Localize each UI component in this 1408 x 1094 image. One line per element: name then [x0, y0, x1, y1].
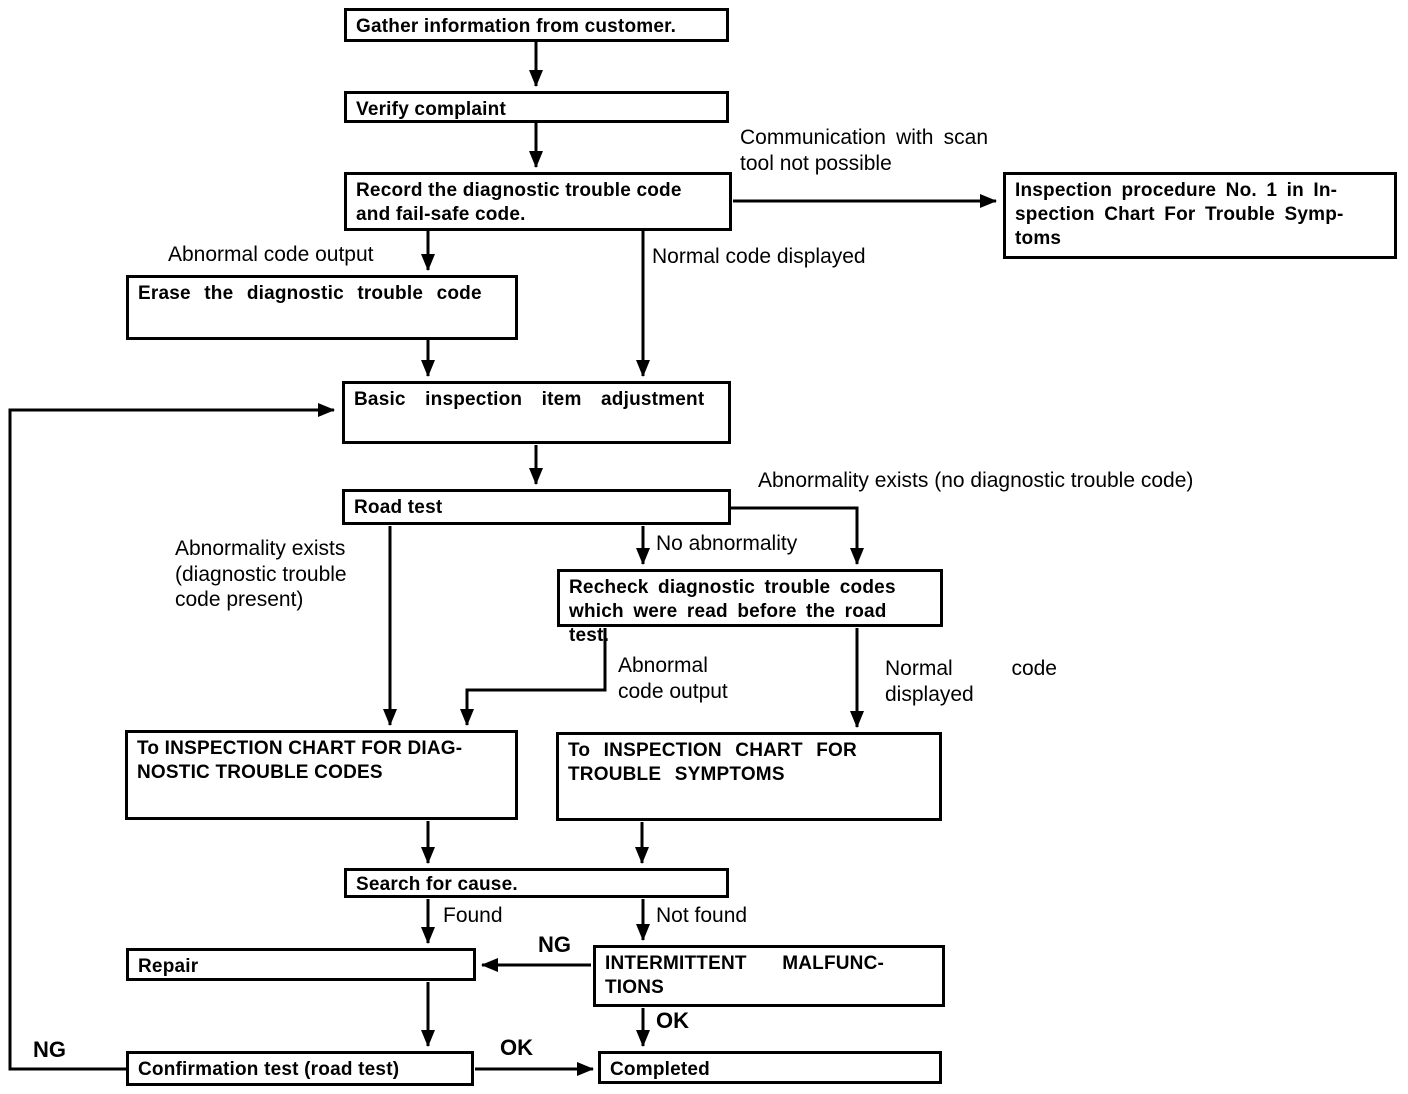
node-chart-trouble-symptoms: To INSPECTION CHART FOR TROUBLE SYMPTOMS [556, 732, 942, 821]
edge-label-communication-not-possible: Communication with scan tool not possibl… [740, 126, 988, 175]
node-chart-diagnostic-trouble-codes: To INSPECTION CHART FOR DIAG- NOSTIC TRO… [125, 730, 518, 820]
node-confirmation-test: Confirmation test (road test) [126, 1051, 474, 1086]
node-inspection-procedure-no1: Inspection procedure No. 1 in In- specti… [1003, 172, 1397, 259]
edge-label-normal-code-displayed-top: Normal code displayed [652, 245, 866, 268]
node-completed: Completed [598, 1051, 942, 1084]
node-gather-information: Gather information from customer. [344, 8, 729, 42]
node-search-for-cause: Search for cause. [344, 868, 729, 898]
edge-label-ng-mid: NG [538, 932, 571, 957]
edge-label-abnormality-dtc-present: Abnormality exists (diagnostic trouble c… [175, 537, 347, 612]
edge-label-not-found: Not found [656, 904, 748, 927]
edge-label-normal-code-displayed-mid: Normal code displayed [885, 657, 1057, 706]
edge-label-ok-bottom: OK [500, 1035, 533, 1060]
node-record-dtc: Record the diagnostic trouble code and f… [344, 172, 732, 231]
edge-label-ng-bottom: NG [33, 1037, 66, 1062]
edge-label-abnormality-no-dtc: Abnormality exists (no diagnostic troubl… [758, 469, 1194, 492]
node-intermittent-malfunctions: INTERMITTENT MALFUNC- TIONS [593, 945, 945, 1007]
node-recheck-dtc: Recheck diagnostic trouble codes which w… [557, 569, 943, 646]
edge-label-ok-mid: OK [656, 1008, 689, 1033]
edge-label-no-abnormality: No abnormality [656, 532, 798, 555]
edge-label-abnormal-code-output-mid: Abnormal code output [618, 654, 728, 703]
node-road-test: Road test [342, 489, 731, 525]
node-repair: Repair [126, 948, 476, 981]
node-erase-dtc: Erase the diagnostic trouble code [126, 275, 518, 340]
edge-label-found: Found [443, 904, 503, 927]
node-basic-inspection: Basic inspection item adjustment [342, 381, 731, 444]
edge-label-abnormal-code-output-top: Abnormal code output [168, 243, 374, 266]
node-verify-complaint: Verify complaint [344, 91, 729, 123]
